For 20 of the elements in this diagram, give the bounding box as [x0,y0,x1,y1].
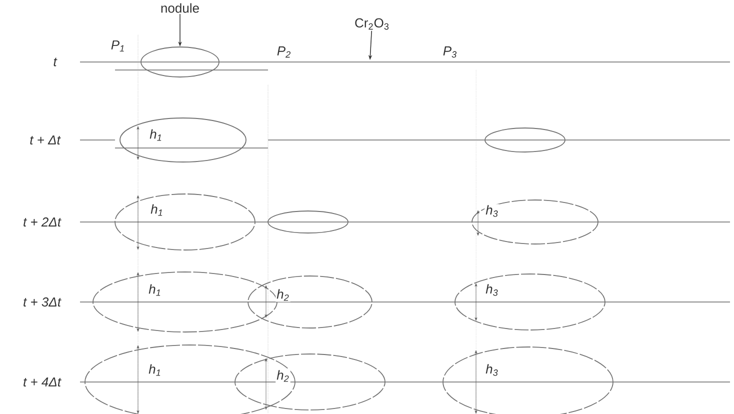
label-text: nodule [161,3,199,13]
row-label: t [52,56,58,68]
point-label: P$_{3}$ [442,45,458,59]
nodule-ellipse [140,46,220,78]
row-label: t + 3Δt [22,296,62,308]
height-label: h$_{1}$ [148,283,162,297]
point-label: P$_{1}$ [110,39,126,53]
row-label: t + Δt [28,134,62,146]
height-label: h$_{1}$ [148,363,162,377]
row-label: t + 2Δt [22,216,62,228]
height-label: h$_{2}$ [276,369,290,383]
point-label: P$_{2}$ [276,45,292,59]
height-label: h$_{3}$ [484,363,500,377]
height-label: h$_{1}$ [148,128,164,142]
label-text: Cr$_{2}$O$_{3}$ [355,18,389,30]
height-label: h$_{3}$ [484,204,500,218]
height-label: h$_{1}$ [150,203,164,217]
row-label: t + 4Δt [22,376,62,388]
height-label: h$_{3}$ [484,283,500,297]
height-label: h$_{2}$ [276,288,290,302]
